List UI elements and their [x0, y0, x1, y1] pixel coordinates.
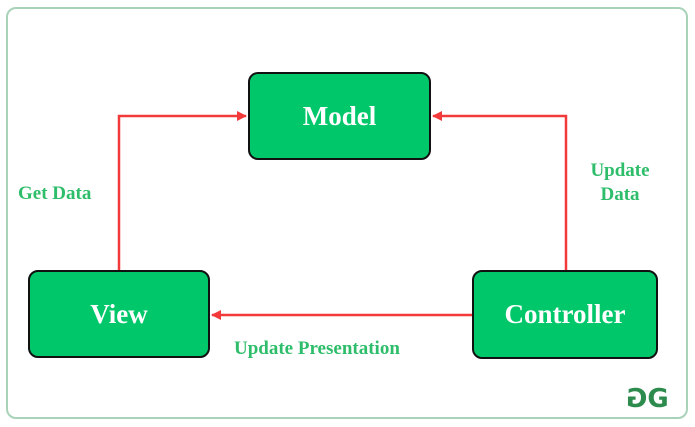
arrow-view-to-model — [117, 111, 247, 270]
arrow-controller-to-model — [432, 111, 568, 270]
update-data-line1: Update — [590, 160, 650, 181]
update-data-label: Update Data — [575, 159, 665, 207]
update-data-line2: Data — [600, 184, 640, 205]
model-node: Model — [248, 72, 431, 160]
controller-node: Controller — [472, 270, 658, 359]
geeksforgeeks-logo-icon: GG — [632, 384, 669, 414]
get-data-label: Get Data — [18, 183, 92, 204]
view-label: View — [90, 298, 148, 329]
diagram-frame — [6, 7, 688, 419]
update-presentation-label: Update Presentation — [234, 338, 400, 359]
controller-label: Controller — [504, 299, 626, 329]
model-label: Model — [302, 100, 377, 131]
view-node: View — [28, 270, 210, 358]
